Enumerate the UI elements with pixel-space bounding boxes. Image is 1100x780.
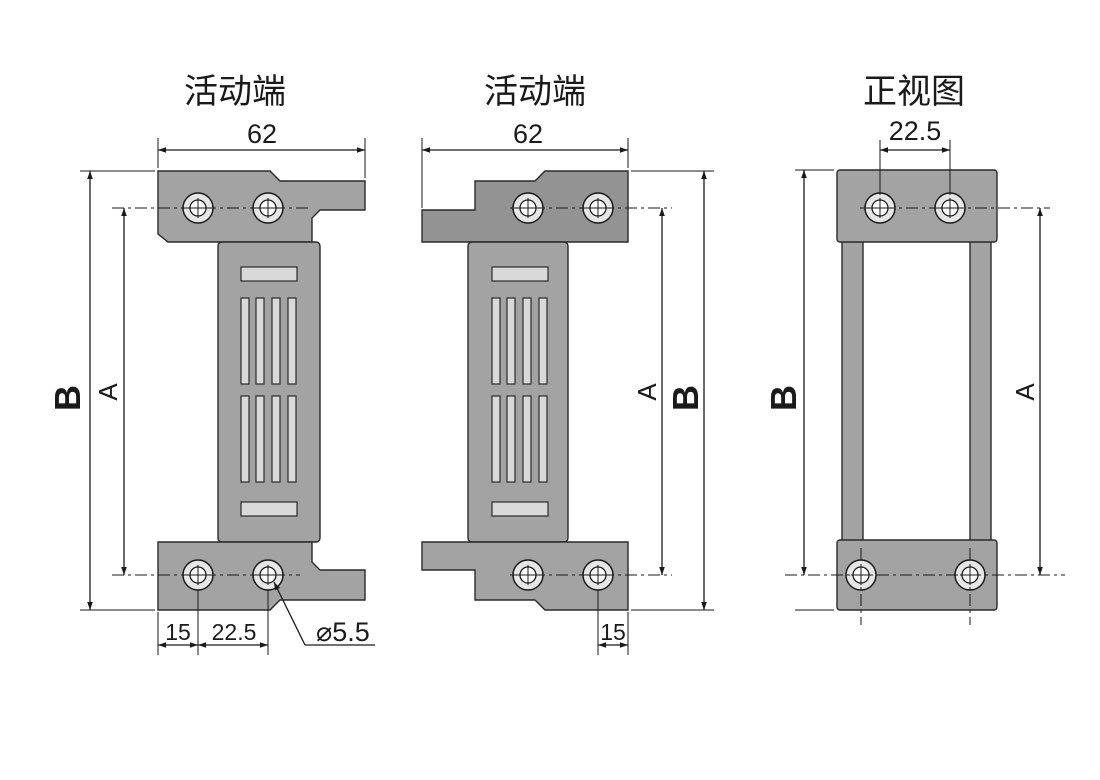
right-rail bbox=[969, 239, 992, 543]
middle-width-dimension: 62 bbox=[513, 119, 543, 149]
right-view-title: 正视图 bbox=[863, 72, 965, 112]
middle-body-slots bbox=[491, 266, 549, 517]
left-width-dimension: 62 bbox=[247, 119, 277, 149]
middle-overall-length-label: B bbox=[665, 385, 706, 411]
right-overall-length-label: B bbox=[763, 385, 804, 411]
left-hole-pitch-dimension: 22.5 bbox=[212, 619, 257, 645]
left-pitch-label: A bbox=[93, 383, 123, 401]
left-edge-offset-dimension: 15 bbox=[165, 619, 191, 645]
middle-edge-offset-dimension: 15 bbox=[600, 619, 626, 645]
right-hole-pitch-dimension: 22.5 bbox=[889, 116, 942, 146]
middle-view: 活动端 bbox=[421, 72, 714, 655]
right-pitch-label: A bbox=[1010, 383, 1040, 401]
left-overall-length-label: B bbox=[47, 385, 88, 411]
middle-pitch-label: A bbox=[632, 383, 662, 401]
left-view-title: 活动端 bbox=[184, 72, 286, 112]
left-body-slots bbox=[240, 266, 298, 517]
middle-view-title: 活动端 bbox=[484, 72, 586, 112]
middle-body bbox=[467, 241, 569, 543]
left-body bbox=[217, 241, 321, 543]
right-rail bbox=[841, 239, 864, 543]
right-view: 正视图 22.5 bbox=[763, 72, 1065, 625]
left-view: 活动端 bbox=[47, 72, 375, 655]
right-mounting-hole bbox=[934, 192, 966, 224]
right-top-plate bbox=[836, 169, 998, 243]
left-hole-diameter-dimension: ⌀5.5 bbox=[316, 617, 370, 647]
